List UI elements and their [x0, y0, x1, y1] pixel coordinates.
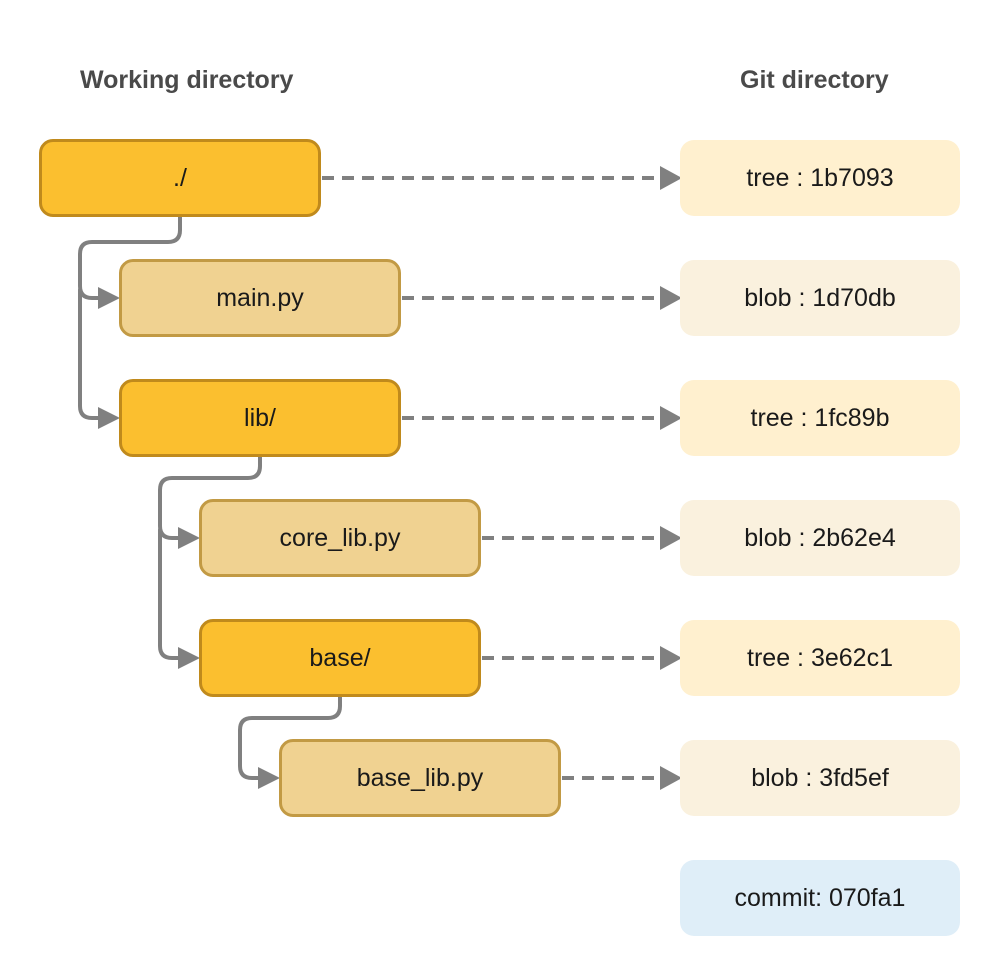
git-object-main-blob: blob : 1d70db	[680, 260, 960, 336]
wd-node-main-py: main.py	[119, 259, 401, 337]
map-arrow-base	[660, 646, 682, 670]
git-object-core-lib-blob-label: blob : 2b62e4	[744, 523, 896, 552]
git-object-root-tree-label: tree : 1b7093	[746, 163, 894, 192]
wd-node-main-py-label: main.py	[216, 283, 304, 312]
git-object-base-lib-blob: blob : 3fd5ef	[680, 740, 960, 816]
git-object-main-blob-label: blob : 1d70db	[744, 283, 896, 312]
map-arrow-core	[660, 526, 682, 550]
map-arrow-baselib	[660, 766, 682, 790]
git-object-commit: commit: 070fa1	[680, 860, 960, 936]
tree-link-root-lib	[78, 288, 102, 420]
tree-link-lib-base	[158, 528, 182, 660]
wd-node-base-label: base/	[309, 643, 371, 672]
git-object-base-tree-label: tree : 3e62c1	[747, 643, 893, 672]
arrowhead-main	[98, 287, 120, 309]
map-arrow-lib	[660, 406, 682, 430]
wd-node-root-dir: ./	[39, 139, 321, 217]
tree-link-base-baselib	[238, 694, 342, 780]
tree-link-lib-core	[158, 454, 262, 540]
arrowhead-base	[178, 647, 200, 669]
wd-node-core-lib-py-label: core_lib.py	[279, 523, 401, 552]
wd-node-base-dir: base/	[199, 619, 481, 697]
wd-node-base-lib-py: base_lib.py	[279, 739, 561, 817]
wd-node-lib-label: lib/	[244, 403, 276, 432]
wd-node-root-label: ./	[173, 163, 187, 192]
git-object-base-tree: tree : 3e62c1	[680, 620, 960, 696]
working-directory-heading: Working directory	[80, 66, 294, 94]
tree-link-root-main	[78, 214, 182, 300]
wd-node-lib-dir: lib/	[119, 379, 401, 457]
git-directory-heading: Git directory	[740, 66, 889, 94]
arrowhead-baselib	[258, 767, 280, 789]
wd-node-core-lib-py: core_lib.py	[199, 499, 481, 577]
arrowhead-core	[178, 527, 200, 549]
map-arrow-main	[660, 286, 682, 310]
map-arrow-root	[660, 166, 682, 190]
wd-node-base-lib-py-label: base_lib.py	[356, 763, 484, 792]
arrowhead-lib	[98, 407, 120, 429]
git-object-lib-tree-label: tree : 1fc89b	[750, 403, 890, 432]
git-object-lib-tree: tree : 1fc89b	[680, 380, 960, 456]
git-object-root-tree: tree : 1b7093	[680, 140, 960, 216]
git-object-core-lib-blob: blob : 2b62e4	[680, 500, 960, 576]
git-object-commit-label: commit: 070fa1	[734, 883, 906, 912]
git-object-base-lib-blob-label: blob : 3fd5ef	[751, 763, 889, 792]
